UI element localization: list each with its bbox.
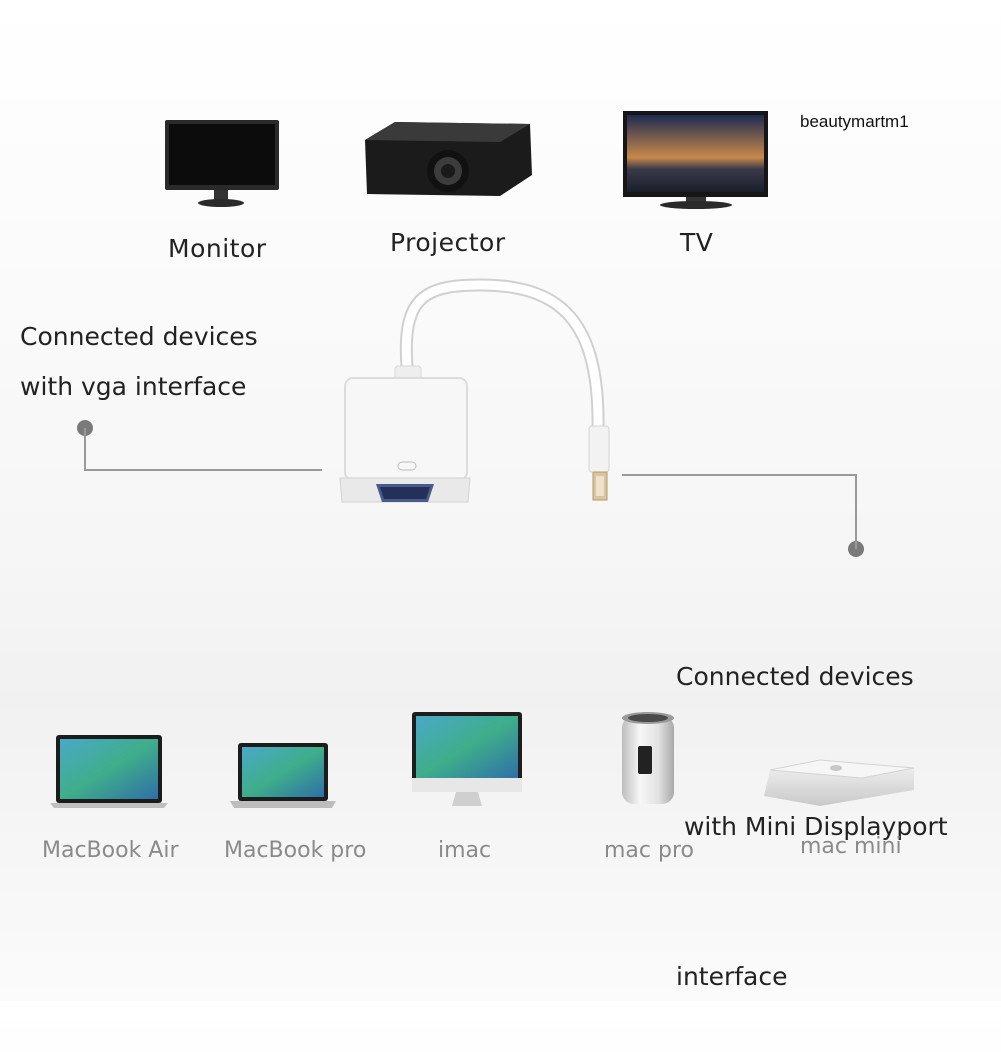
tv-label: TV xyxy=(680,228,714,257)
mac-mini-label: mac mini xyxy=(800,834,902,859)
mdp-description-line-1: Connected devices xyxy=(676,662,914,691)
mac-pro-icon xyxy=(622,712,674,804)
mdp-description: Connected devices with Mini Displayport … xyxy=(676,552,948,1052)
vga-description: Connected devices with vga interface xyxy=(20,312,258,412)
mac-mini-icon xyxy=(764,759,915,806)
mdp-description-line-2: with Mini Displayport xyxy=(676,812,948,841)
macbook-pro-label: MacBook pro xyxy=(224,838,367,863)
vga-adapter-box xyxy=(339,365,471,503)
projector-label: Projector xyxy=(390,228,506,257)
tv-icon xyxy=(623,111,768,209)
imac-icon xyxy=(412,712,522,806)
mac-pro-label: mac pro xyxy=(604,838,694,863)
adapter-cable xyxy=(399,278,605,437)
vga-description-line-2: with vga interface xyxy=(20,372,247,401)
watermark-text: beautymartm1 xyxy=(800,112,909,131)
mdp-callout-line xyxy=(622,474,864,557)
monitor-label: Monitor xyxy=(168,234,267,263)
macbook-pro-icon xyxy=(230,743,336,808)
macbook-air-label: MacBook Air xyxy=(42,838,179,863)
mdp-description-line-3: interface xyxy=(676,962,788,991)
imac-label: imac xyxy=(438,838,492,863)
projector-icon xyxy=(365,122,532,196)
vga-callout-line xyxy=(77,420,322,471)
vga-description-line-1: Connected devices xyxy=(20,322,258,351)
product-illustration xyxy=(50,111,915,808)
monitor-icon xyxy=(165,120,279,207)
mini-displayport-plug xyxy=(588,425,610,501)
macbook-air-icon xyxy=(50,735,168,808)
